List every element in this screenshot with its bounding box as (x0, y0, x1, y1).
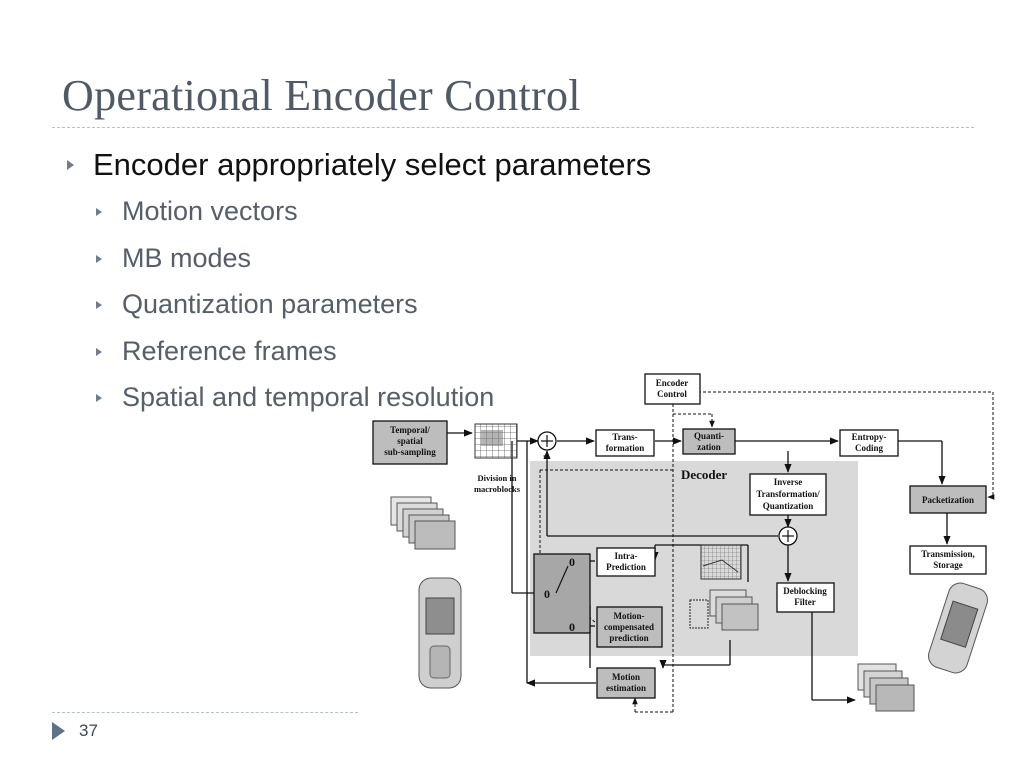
main-bullet: Encoder appropriately select parameters (67, 147, 651, 183)
sub-bullet-text: MB modes (122, 243, 252, 273)
prediction-grid-image (700, 544, 742, 580)
sub-bullet: MB modes (96, 243, 251, 274)
temporal-spatial-box (372, 420, 448, 465)
svg-text:compensated: compensated (604, 622, 654, 632)
svg-text:Packetization: Packetization (922, 495, 974, 505)
svg-text:Temporal/: Temporal/ (390, 425, 430, 435)
svg-text:Trans-: Trans- (612, 432, 637, 442)
sub-bullet-text: Quantization parameters (122, 289, 418, 319)
svg-text:Coding: Coding (855, 443, 884, 453)
quantization-box (682, 428, 736, 455)
sub-bullet: Spatial and temporal resolution (96, 382, 494, 413)
inverse-transform-box (749, 473, 827, 516)
svg-text:macroblocks: macroblocks (474, 484, 521, 494)
svg-text:Intra-: Intra- (615, 551, 638, 561)
svg-text:Inverse: Inverse (774, 477, 803, 487)
svg-text:sub-sampling: sub-sampling (384, 447, 436, 457)
slide-title: Operational Encoder Control (62, 71, 581, 120)
packetization-box (909, 485, 987, 514)
bullet-arrow-icon (96, 393, 102, 402)
svg-text:estimation: estimation (606, 683, 646, 693)
svg-text:Prediction: Prediction (606, 562, 646, 572)
footer-arrow-icon (52, 722, 65, 740)
sub-bullet-text: Spatial and temporal resolution (122, 382, 495, 412)
svg-text:Entropy-: Entropy- (852, 432, 887, 442)
switch-contact-label: 0 (569, 620, 575, 634)
svg-text:Motion: Motion (612, 672, 640, 682)
svg-text:formation: formation (606, 443, 645, 453)
encoder-control-box (644, 373, 701, 405)
transformation-box (595, 429, 655, 457)
input-frames-image (390, 496, 456, 550)
motion-compensated-box (596, 606, 663, 648)
intra-prediction-box (596, 547, 656, 577)
encoder-block-diagram: Decoder (372, 373, 995, 713)
svg-text:Deblocking: Deblocking (783, 586, 827, 596)
bullet-arrow-icon (96, 300, 102, 309)
title-divider (52, 127, 974, 128)
svg-text:Encoder: Encoder (656, 378, 689, 388)
reference-frames-image (689, 589, 759, 631)
bullet-arrow-icon (96, 254, 102, 263)
svg-text:Motion-: Motion- (614, 611, 645, 621)
sub-bullet-text: Reference frames (122, 336, 337, 366)
bullet-arrow-icon (67, 160, 74, 170)
receiver-phone-image (928, 582, 988, 674)
main-bullet-text: Encoder appropriately select parameters (93, 147, 652, 182)
decoder-label: Decoder (681, 467, 727, 482)
svg-text:Quanti-: Quanti- (694, 431, 724, 441)
svg-text:Division in: Division in (478, 473, 517, 483)
sender-phone-image (418, 577, 462, 689)
page-number: 37 (79, 721, 98, 740)
switch-contact-label: 0 (569, 555, 575, 569)
switch-contact-label: 0 (544, 587, 550, 601)
svg-text:zation: zation (697, 442, 721, 452)
svg-text:Storage: Storage (933, 560, 963, 570)
svg-text:Transformation/: Transformation/ (756, 489, 820, 499)
transmission-storage-box (909, 545, 987, 575)
sub-bullet: Quantization parameters (96, 289, 418, 320)
sub-bullet: Motion vectors (96, 196, 298, 227)
bullet-arrow-icon (96, 347, 102, 356)
sub-bullet-text: Motion vectors (122, 196, 298, 226)
minus-sign: - (543, 447, 547, 462)
footer-divider (52, 712, 358, 713)
svg-text:Filter: Filter (794, 597, 816, 607)
bullet-arrow-icon (96, 207, 102, 216)
deblocking-filter-box (776, 582, 835, 613)
output-frames-image (857, 663, 915, 712)
svg-text:Quantization: Quantization (763, 501, 814, 511)
svg-text:prediction: prediction (609, 633, 648, 643)
entropy-coding-box (839, 429, 899, 457)
motion-estimation-box (596, 667, 656, 699)
svg-text:spatial: spatial (397, 436, 423, 446)
svg-text:Transmission,: Transmission, (921, 549, 975, 559)
sub-bullet: Reference frames (96, 336, 337, 367)
svg-text:Control: Control (657, 389, 687, 399)
mode-switch-box (533, 553, 591, 634)
